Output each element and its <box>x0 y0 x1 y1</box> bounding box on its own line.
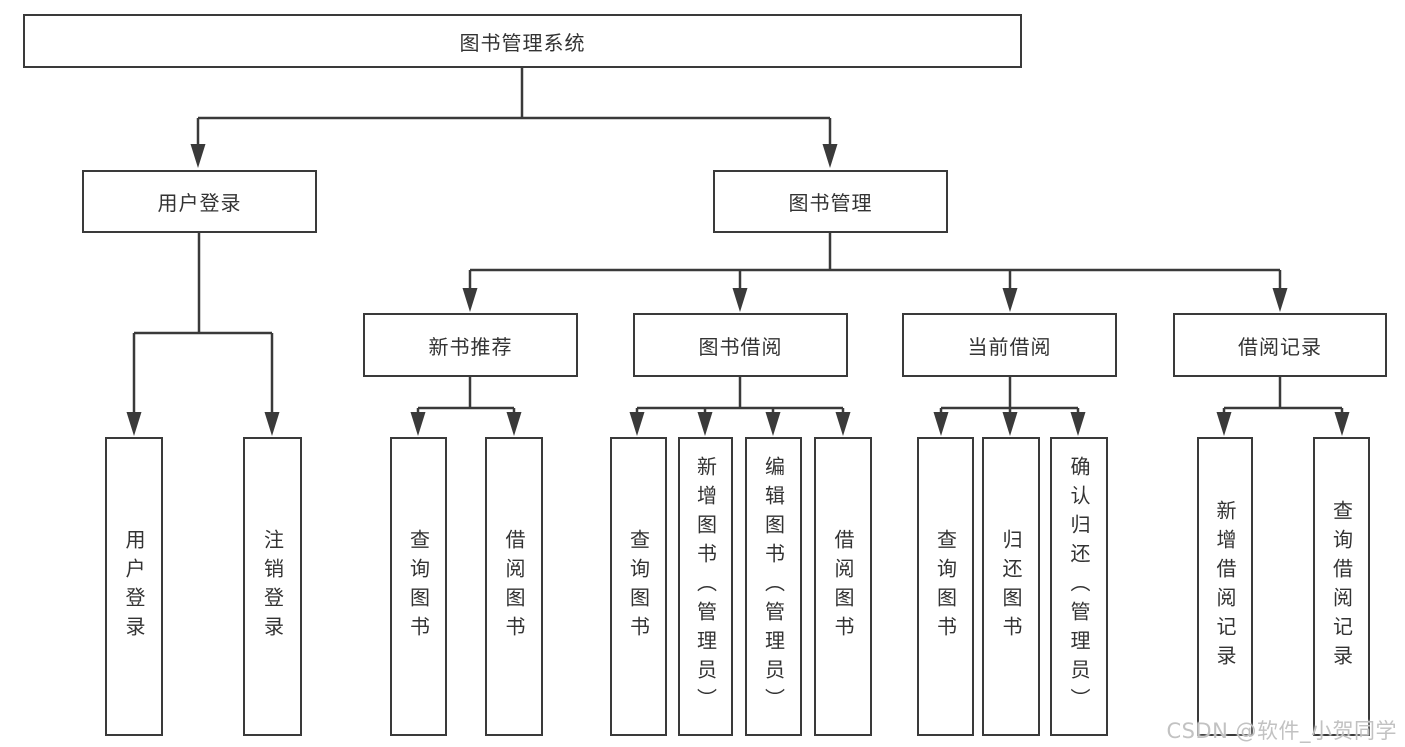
node-book-management: 图书管理 <box>713 170 948 233</box>
node-new-book-recommend: 新书推荐 <box>363 313 578 377</box>
node-leaf-return-books: 归还图书 <box>982 437 1040 736</box>
node-user-login: 用户登录 <box>82 170 317 233</box>
node-root: 图书管理系统 <box>23 14 1022 68</box>
node-leaf-query-books-recommend: 查询图书 <box>390 437 447 736</box>
arrowheads <box>126 144 1350 436</box>
node-leaf-add-borrow-record: 新增借阅记录 <box>1197 437 1253 736</box>
connector-records <box>1222 377 1344 416</box>
connector-book-borrow <box>635 377 845 416</box>
node-leaf-query-books-current: 查询图书 <box>917 437 974 736</box>
csdn-watermark: CSDN @软件_小贺同学 <box>1166 719 1397 743</box>
node-book-borrowing: 图书借阅 <box>633 313 848 377</box>
node-leaf-borrow-books: 借阅图书 <box>814 437 872 736</box>
connector-cur-borrow <box>939 377 1080 416</box>
connector-book-mgmt <box>468 233 1282 293</box>
node-leaf-edit-books-admin: 编辑图书（管理员） <box>745 437 802 736</box>
node-leaf-borrow-books-recommend: 借阅图书 <box>485 437 543 736</box>
connector-root <box>196 68 832 150</box>
connector-user-login <box>132 233 274 416</box>
node-leaf-query-books-borrow: 查询图书 <box>610 437 667 736</box>
node-leaf-query-borrow-record: 查询借阅记录 <box>1313 437 1370 736</box>
node-leaf-user-login: 用户登录 <box>105 437 163 736</box>
node-borrowing-records: 借阅记录 <box>1173 313 1387 377</box>
node-leaf-add-books-admin: 新增图书（管理员） <box>678 437 733 736</box>
connector-new-books <box>416 377 516 416</box>
node-leaf-confirm-return-admin: 确认归还（管理员） <box>1050 437 1108 736</box>
node-current-borrowing: 当前借阅 <box>902 313 1117 377</box>
node-leaf-logout: 注销登录 <box>243 437 302 736</box>
